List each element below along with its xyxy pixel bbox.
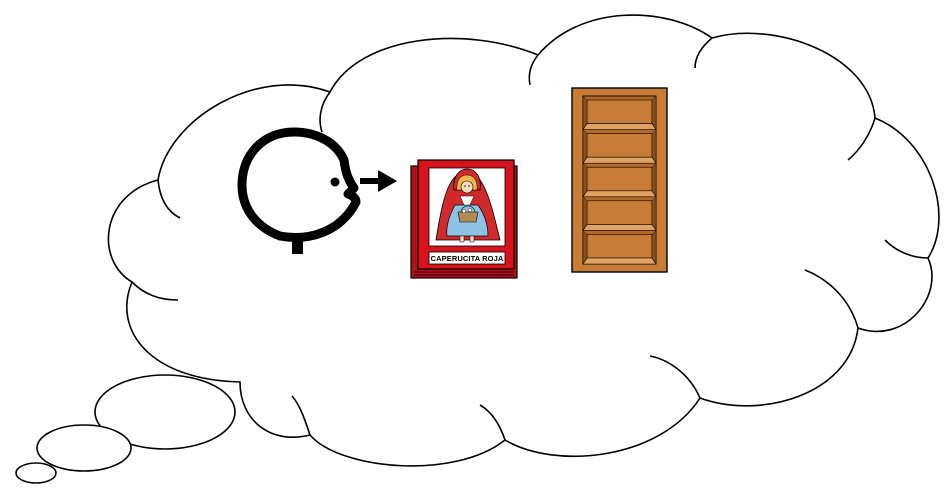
shelf-board <box>582 224 657 231</box>
shelf-board <box>582 190 657 198</box>
shelf-compartment <box>586 99 653 124</box>
shelf-compartment <box>586 200 653 225</box>
shelf-compartment <box>586 133 653 158</box>
thought-bubble-large <box>94 374 236 450</box>
thought-cloud-outline <box>107 14 940 467</box>
eye <box>330 177 340 187</box>
shelf-compartment <box>586 166 653 192</box>
little-red-riding-hood-illustration <box>435 168 501 243</box>
book-title-strip <box>428 251 506 265</box>
shelf-compartment <box>586 234 653 259</box>
bookshelf-shelves <box>582 95 657 265</box>
thought-bubble-medium <box>36 424 132 472</box>
storybook-icon: CAPERUCITA ROJA <box>410 159 518 279</box>
book-title: CAPERUCITA ROJA <box>431 254 504 263</box>
thought-cloud-icon <box>15 14 940 484</box>
neck <box>292 236 303 254</box>
arrow-right-icon <box>360 170 397 192</box>
shelf-board <box>582 156 657 164</box>
head-profile-icon <box>237 127 361 254</box>
shelf-board <box>582 257 657 265</box>
shelf-board <box>582 123 657 130</box>
thought-bubble-small <box>15 462 57 484</box>
